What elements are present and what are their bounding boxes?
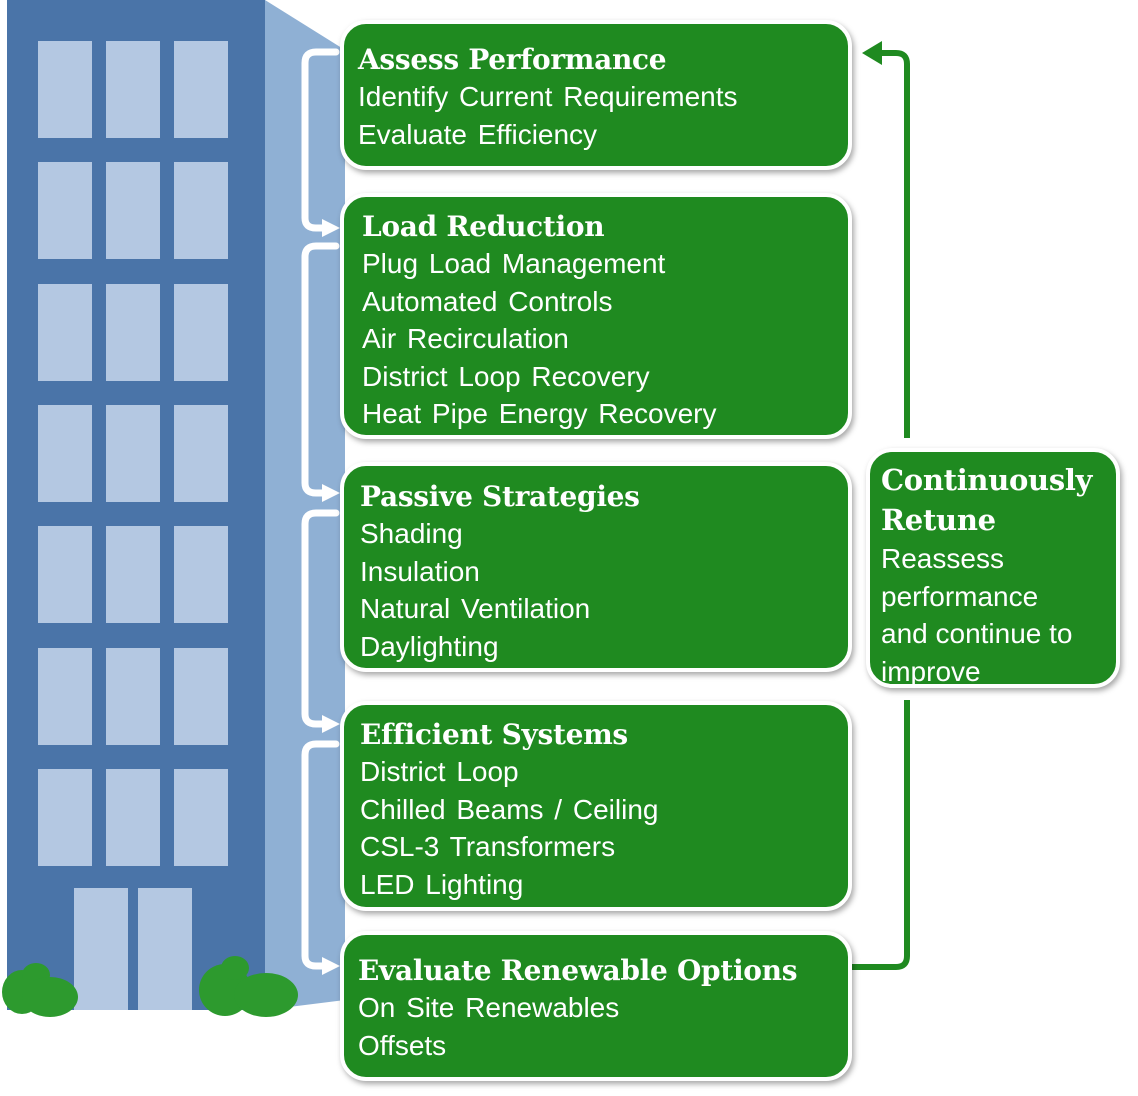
continuously-retune-box: Continuously Retune Reassess performance… [866,448,1120,688]
arrow-icon [862,41,882,65]
step-item: District Loop [360,756,519,787]
step-load-reduction: Load Reduction Plug Load Management Auto… [340,193,852,439]
retune-line: performance [881,580,1039,612]
shrub-icon [2,963,78,1017]
step-item: Chilled Beams / Ceiling [360,793,659,825]
step-item: Natural Ventilation [360,593,591,624]
step-item: Offsets [358,1029,447,1061]
step-item: On Site Renewables [358,992,620,1023]
step-item: Air Recirculation [362,323,569,354]
step-item: Daylighting [360,630,499,662]
loop-back-arrow [852,50,910,970]
step-item: District Loop Recovery [362,360,650,392]
building-door [74,888,192,1010]
step-item: LED Lighting [360,868,524,900]
step-evaluate-renewable-options: Evaluate Renewable Options On Site Renew… [340,931,852,1081]
step-item: Automated Controls [362,285,613,317]
shrub-icon [199,956,298,1017]
step-assess-performance: Assess Performance Identify Current Requ… [340,20,852,170]
step-item: Identify Current Requirements [358,81,738,112]
step-title: Passive Strategies [360,480,640,513]
step-item: Plug Load Management [362,248,666,279]
step-efficient-systems: Efficient Systems District Loop Chilled … [340,701,852,911]
arrow-icon [322,219,340,975]
step-item: Evaluate Efficiency [358,118,598,150]
step-title: Assess Performance [358,43,667,76]
retune-line: Reassess [881,543,1004,574]
retune-title-line1: Continuously [881,463,1093,497]
retune-line: and continue to [881,618,1073,649]
step-item: Insulation [360,555,480,587]
building-windows [38,41,228,866]
step-item: Shading [360,518,463,549]
step-title: Load Reduction [362,210,605,243]
retune-title-line2: Retune [881,503,996,537]
step-passive-strategies: Passive Strategies Shading Insulation Na… [340,462,852,672]
building-side [265,0,345,1010]
step-item: CSL-3 Transformers [360,831,616,862]
flow-arrows [301,48,340,970]
step-item: Heat Pipe Energy Recovery [362,398,717,429]
step-title: Evaluate Renewable Options [358,954,798,987]
retune-line: improve [881,655,981,687]
step-title: Efficient Systems [360,718,628,751]
